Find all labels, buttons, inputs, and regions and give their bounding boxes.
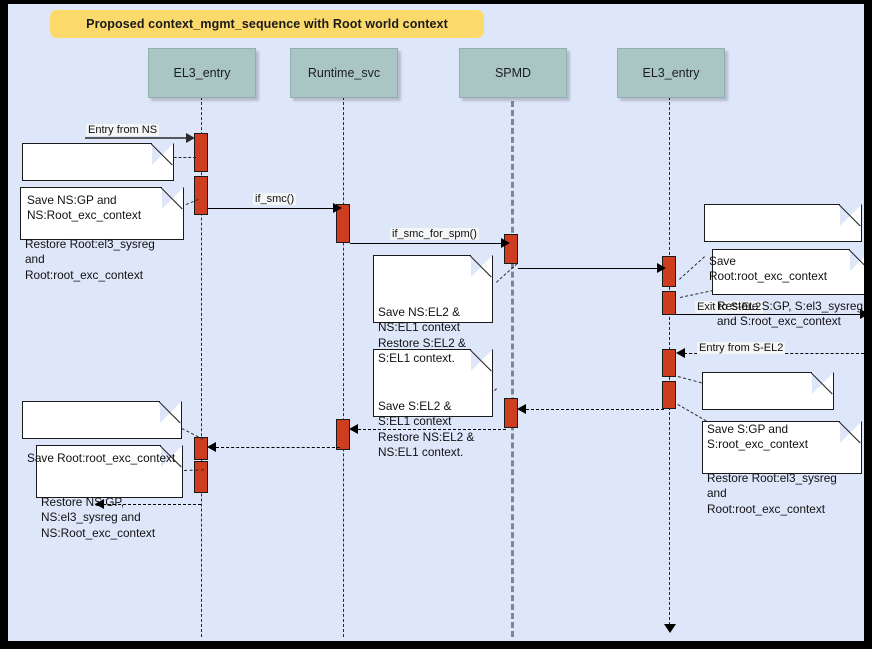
note-save-root-exc-context-top: Save Root:root_exc_context: [704, 204, 862, 283]
note-text: Save Root:root_exc_context: [27, 450, 176, 465]
diagram-title-banner: Proposed context_mgmt_sequence with Root…: [50, 10, 484, 38]
note-save-s-el2-restore-ns-el2: Save S:EL2 & S:EL1 context Restore NS:EL…: [373, 349, 493, 459]
message-arrowhead-exit-to-s-el2: [860, 309, 864, 319]
message-line-if-smc-for-spm: [350, 243, 506, 244]
message-line-spmd-to-runtime-return: [358, 429, 506, 430]
note-fold-edge: [161, 187, 184, 210]
message-arrowhead-el3-entry-to-spmd-return: [517, 404, 526, 414]
note-text: Restore Root:el3_sysreg and Root:root_ex…: [25, 236, 155, 282]
note-fold-edge: [470, 349, 493, 372]
note-leader-line: [164, 157, 196, 158]
note-fold-edge: [470, 255, 493, 278]
note-leader-line: [680, 289, 714, 298]
lifeline-el3-entry-left: [201, 92, 202, 637]
note-save-ns-gp: Save NS:GP and NS:Root_exc_context: [22, 143, 174, 222]
note-restore-root-el3-sysreg-bottom: Restore Root:el3_sysreg and Root:root_ex…: [702, 421, 862, 516]
activation-bar: [194, 461, 208, 493]
participant-label: EL3_entry: [173, 66, 231, 80]
note-fold-edge: [839, 204, 862, 227]
note-leader-line: [679, 256, 705, 280]
note-text: Restore S:GP, S:el3_sysreg and S:root_ex…: [717, 298, 864, 329]
diagram-title: Proposed context_mgmt_sequence with Root…: [86, 17, 448, 31]
activation-bar: [662, 291, 676, 315]
participant-spmd[interactable]: SPMD: [459, 48, 567, 98]
message-line-runtime-to-el3-entry-return: [216, 447, 340, 448]
note-fold-edge: [159, 401, 182, 424]
note-restore-root-el3-sysreg-top: Restore Root:el3_sysreg and Root:root_ex…: [20, 187, 184, 282]
participant-label: SPMD: [494, 66, 532, 80]
message-arrowhead-if-smc: [333, 203, 342, 213]
note-save-ns-el2-restore-s-el2: Save NS:EL2 & NS:EL1 context Restore S:E…: [373, 255, 493, 365]
diagram-plot-area: Proposed context_mgmt_sequence with Root…: [8, 4, 864, 641]
message-label-if-smc-for-spm: if_smc_for_spm(): [390, 228, 479, 240]
note-text: Restore NS:GP, NS:el3_sysreg and NS:Root…: [41, 494, 156, 540]
note-fold-edge: [849, 249, 864, 272]
note-text: Restore Root:el3_sysreg and Root:root_ex…: [707, 470, 837, 516]
activation-bar: [662, 381, 676, 409]
message-label-entry-from-s-el2: Entry from S-EL2: [697, 342, 786, 354]
note-fold-edge: [839, 421, 862, 444]
participant-runtime-svc[interactable]: Runtime_svc: [290, 48, 398, 98]
message-line-spmd-to-el3-entry: [518, 268, 664, 269]
note-restore-s-gp: Restore S:GP, S:el3_sysreg and S:root_ex…: [712, 249, 864, 328]
note-save-root-exc-context-bottom: Save Root:root_exc_context: [22, 401, 182, 465]
message-line-exit-to-s-el2: [676, 314, 864, 315]
message-arrowhead-entry-from-ns: [186, 133, 195, 143]
message-arrowhead-el3-entry-exit-return: [95, 499, 104, 509]
note-text: Save S:EL2 & S:EL1 context Restore NS:EL…: [378, 398, 475, 460]
activation-bar: [194, 133, 208, 172]
message-arrowhead-spmd-to-runtime-return: [349, 424, 358, 434]
message-label-entry-from-ns: Entry from NS: [86, 124, 160, 136]
participant-label: EL3_entry: [642, 66, 700, 80]
message-arrowhead-spmd-to-el3-entry: [657, 263, 666, 273]
message-line-el3-entry-exit-return: [103, 504, 201, 505]
participant-el3-entry-right[interactable]: EL3_entry: [617, 48, 725, 98]
message-arrowhead-entry-from-s-el2: [676, 348, 685, 358]
activation-bar: [336, 204, 350, 243]
message-label-if-smc: if_smc(): [253, 193, 297, 205]
message-line-if-smc: [208, 208, 337, 209]
note-restore-ns-gp: Restore NS:GP, NS:el3_sysreg and NS:Root…: [36, 445, 183, 540]
lifeline-spmd: [511, 92, 514, 637]
message-line-el3-entry-to-spmd-return: [526, 409, 664, 410]
note-fold-edge: [151, 143, 174, 166]
note-text: Save Root:root_exc_context: [709, 253, 828, 284]
message-arrowhead-runtime-to-el3-entry-return: [207, 442, 216, 452]
note-fold-edge: [811, 372, 834, 395]
lifeline-runtime-svc: [343, 92, 344, 637]
message-arrowhead-if-smc-for-spm: [501, 238, 510, 248]
message-line-entry-from-ns: [85, 137, 190, 139]
activation-bar: [662, 349, 676, 377]
lifeline-end-arrow-el3-entry-right: [664, 624, 676, 633]
participant-el3-entry-left[interactable]: EL3_entry: [148, 48, 256, 98]
activation-bar: [336, 419, 350, 450]
note-text: Save NS:GP and NS:Root_exc_context: [27, 192, 142, 223]
note-text: Save S:GP and S:root_exc_context: [707, 421, 808, 452]
note-leader-line: [496, 263, 518, 283]
participant-label: Runtime_svc: [307, 66, 381, 80]
activation-bar: [194, 437, 208, 460]
message-label-exit-to-s-el2: Exit to S-EL2: [695, 301, 764, 313]
note-save-s-gp: Save S:GP and S:root_exc_context: [702, 372, 834, 451]
note-text: Save NS:EL2 & NS:EL1 context Restore S:E…: [378, 304, 466, 366]
activation-bar: [504, 398, 518, 428]
activation-bar: [194, 176, 208, 215]
